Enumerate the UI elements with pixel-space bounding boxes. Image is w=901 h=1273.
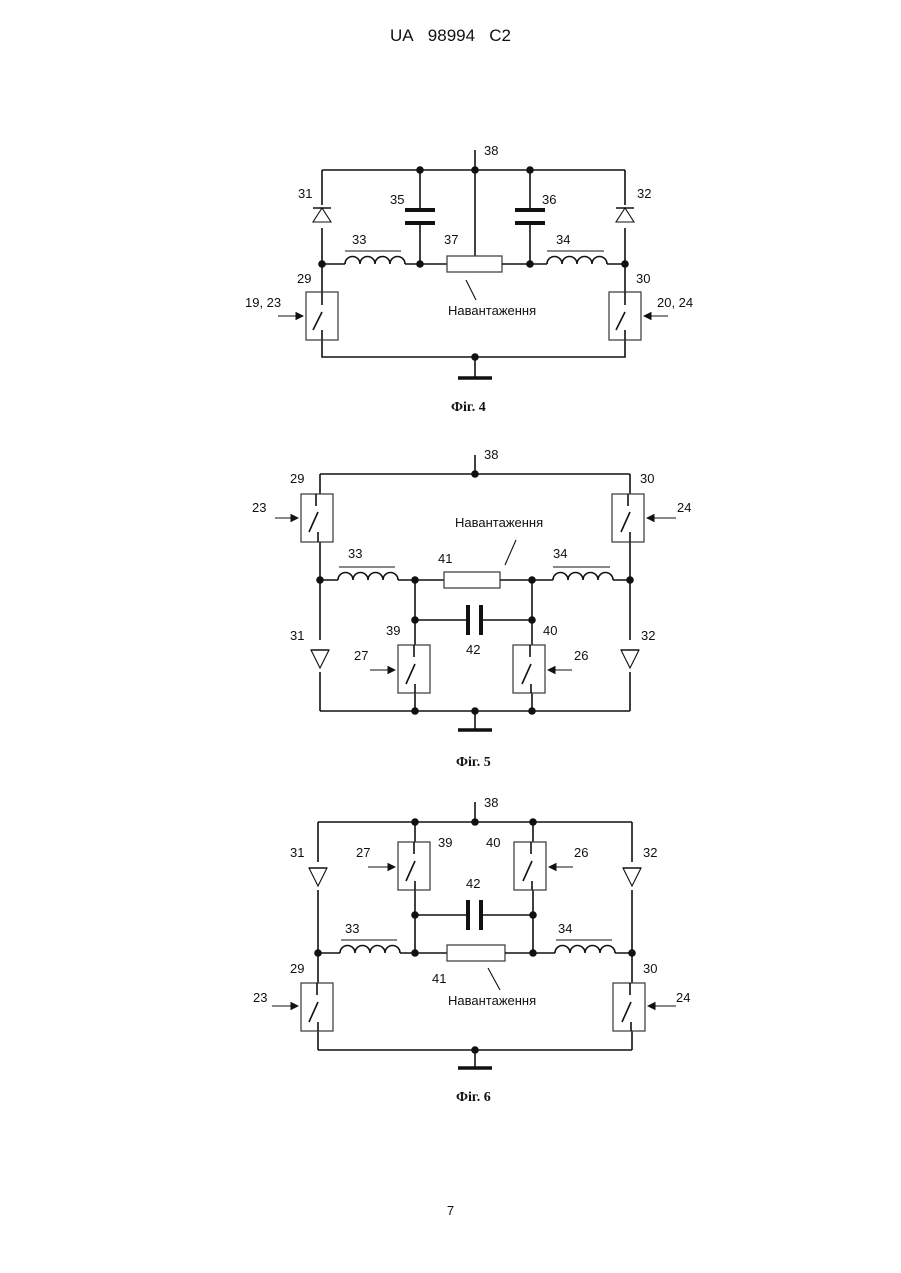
label-input-26: 26 [574, 648, 588, 663]
label-30: 30 [636, 271, 650, 286]
label-29: 29 [297, 271, 311, 286]
inductor-34 [553, 567, 613, 580]
load-label: Навантаження [455, 515, 543, 530]
switch-39 [398, 842, 430, 890]
label-34: 34 [556, 232, 570, 247]
label-37: 37 [444, 232, 458, 247]
capacitor-35 [405, 170, 435, 264]
capacitor-42 [415, 900, 533, 930]
junction-dots [316, 470, 634, 715]
diode-32 [621, 650, 639, 668]
figure-4-caption: Фіг. 4 [451, 400, 486, 415]
switch-29 [301, 983, 333, 1031]
label-33: 33 [352, 232, 366, 247]
label-42: 42 [466, 876, 480, 891]
load-resistor-41 [447, 945, 505, 961]
label-30: 30 [640, 471, 654, 486]
figure-5-caption: Фіг. 5 [456, 755, 491, 770]
figure-6-caption: Фіг. 6 [456, 1090, 491, 1105]
inductor-33 [338, 567, 398, 580]
load-resistor-41 [444, 572, 500, 588]
diode-32 [616, 208, 634, 222]
label-39: 39 [386, 623, 400, 638]
switch-30 [613, 983, 645, 1031]
label-input-24: 24 [676, 990, 690, 1005]
label-42: 42 [466, 642, 480, 657]
switch-40 [514, 842, 546, 890]
label-33: 33 [348, 546, 362, 561]
label-35: 35 [390, 192, 404, 207]
diode-32 [623, 868, 641, 886]
label-36: 36 [542, 192, 556, 207]
label-34: 34 [558, 921, 572, 936]
label-38: 38 [484, 447, 498, 462]
switch-30 [612, 494, 644, 542]
label-40: 40 [543, 623, 557, 638]
figure-6-circuit: 38 39 40 31 32 27 26 42 33 34 29 30 41 Н… [253, 795, 690, 1105]
label-32: 32 [637, 186, 651, 201]
label-38: 38 [484, 143, 498, 158]
switch-40 [513, 645, 545, 693]
label-40: 40 [486, 835, 500, 850]
figure-4-circuit: 38 31 32 35 36 33 37 34 29 30 19, 23 20,… [245, 143, 693, 415]
label-34: 34 [553, 546, 567, 561]
load-label: Навантаження [448, 303, 536, 318]
label-38: 38 [484, 795, 498, 810]
load-label: Навантаження [448, 993, 536, 1008]
figure-5-circuit: 38 29 30 23 24 Навантаження 33 41 34 39 … [252, 447, 691, 770]
switch-29 [301, 494, 333, 542]
label-input-27: 27 [354, 648, 368, 663]
inductor-34 [547, 251, 607, 264]
inductor-33 [345, 251, 405, 264]
diode-31 [313, 208, 331, 222]
label-31: 31 [298, 186, 312, 201]
label-32: 32 [643, 845, 657, 860]
label-41: 41 [432, 971, 446, 986]
label-input-23: 23 [253, 990, 267, 1005]
inductor-33 [340, 940, 400, 953]
inductor-34 [555, 940, 615, 953]
label-39: 39 [438, 835, 452, 850]
switch-30 [609, 292, 641, 340]
capacitor-36 [515, 170, 545, 264]
diode-31 [311, 650, 329, 668]
label-input-24: 24 [677, 500, 691, 515]
label-33: 33 [345, 921, 359, 936]
label-input-27: 27 [356, 845, 370, 860]
page-number: 7 [0, 1203, 901, 1218]
label-input-23: 23 [252, 500, 266, 515]
label-29: 29 [290, 471, 304, 486]
label-41: 41 [438, 551, 452, 566]
switch-39 [398, 645, 430, 693]
label-input-26: 26 [574, 845, 588, 860]
capacitor-42 [415, 605, 532, 635]
load-resistor-37 [447, 256, 502, 272]
label-input-right: 20, 24 [657, 295, 693, 310]
label-30: 30 [643, 961, 657, 976]
label-29: 29 [290, 961, 304, 976]
label-input-left: 19, 23 [245, 295, 281, 310]
switch-29 [306, 292, 338, 340]
label-32: 32 [641, 628, 655, 643]
label-31: 31 [290, 845, 304, 860]
diode-31 [309, 868, 327, 886]
label-31: 31 [290, 628, 304, 643]
